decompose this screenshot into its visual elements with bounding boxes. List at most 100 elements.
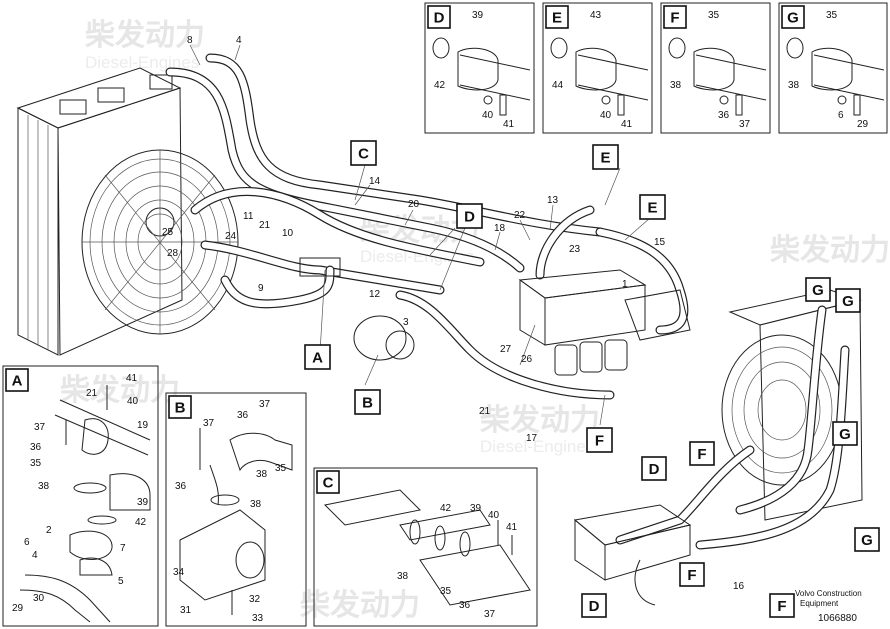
part-number: 4 xyxy=(32,550,38,561)
part-number: 38 xyxy=(670,80,682,91)
part-number: 38 xyxy=(256,469,268,480)
detail-box-G: G 35 38 6 29 xyxy=(778,2,888,134)
overview-callout-F: F xyxy=(769,593,795,618)
part-number: 16 xyxy=(733,581,745,592)
overview-callout-G: G xyxy=(835,288,861,313)
drawing-number: 1066880 xyxy=(818,613,857,624)
part-number: 17 xyxy=(526,433,538,444)
part-number: 38 xyxy=(38,481,50,492)
part-number: 5 xyxy=(118,576,124,587)
watermark-en: Diesel-Engines xyxy=(480,437,594,456)
callout-C: C xyxy=(350,140,377,166)
detail-box-C: C 42 39 40 41 38 35 36 37 xyxy=(313,467,538,627)
part-number: 21 xyxy=(86,388,98,399)
part-number: 35 xyxy=(440,586,452,597)
part-number: 10 xyxy=(282,228,294,239)
part-number: 18 xyxy=(494,223,506,234)
part-number: 36 xyxy=(459,600,471,611)
part-number: 7 xyxy=(120,543,126,554)
part-number: 29 xyxy=(857,119,869,130)
part-number: 32 xyxy=(249,594,261,605)
part-number: 14 xyxy=(369,176,381,187)
part-number: 27 xyxy=(500,344,512,355)
company-name: Volvo Construction xyxy=(795,589,862,598)
detail-box-B: B 37 36 37 38 35 36 38 34 32 31 33 xyxy=(165,392,307,627)
part-number: 41 xyxy=(506,522,518,533)
overview-inset xyxy=(573,289,863,606)
callout-letter: G xyxy=(839,426,851,443)
part-number: 9 xyxy=(258,283,264,294)
part-number: 13 xyxy=(547,195,559,206)
detail-letter: B xyxy=(175,400,186,417)
watermark-cn: 柴发动力 xyxy=(300,589,420,622)
part-number: 35 xyxy=(708,10,720,21)
detail-letter: F xyxy=(670,10,679,27)
overview-callout-F: F xyxy=(689,441,715,466)
callout-D: D xyxy=(456,203,483,229)
part-number: 33 xyxy=(252,613,264,624)
callout-letter: C xyxy=(358,146,369,163)
part-number: 38 xyxy=(250,499,262,510)
part-number: 28 xyxy=(167,248,179,259)
callout-letter: B xyxy=(362,395,373,412)
part-number: 6 xyxy=(838,110,844,121)
callout-letter: F xyxy=(687,567,696,584)
part-number: 35 xyxy=(275,463,287,474)
callout-letter: E xyxy=(647,200,657,217)
part-number: 29 xyxy=(12,603,24,614)
overview-callout-G: G xyxy=(805,277,831,302)
part-number: 38 xyxy=(397,571,409,582)
callout-letter: G xyxy=(861,532,873,549)
callout-F: F xyxy=(586,427,613,453)
overview-callout-G: G xyxy=(854,527,880,552)
watermark-cn: 柴发动力 xyxy=(85,19,205,52)
part-number: 36 xyxy=(718,110,730,121)
watermark-cn: 柴发动力 xyxy=(770,234,890,267)
detail-letter: G xyxy=(787,10,799,27)
part-number: 11 xyxy=(243,211,254,222)
part-number: 42 xyxy=(135,517,147,528)
part-number: 41 xyxy=(621,119,633,130)
overview-callout-F: F xyxy=(679,562,705,587)
detail-box-A: A 41 21 40 37 19 36 35 38 39 42 2 7 6 4 … xyxy=(2,365,159,627)
part-number: 15 xyxy=(654,237,666,248)
control-valve-block xyxy=(518,269,691,376)
callout-letter: F xyxy=(595,433,604,450)
part-number: 39 xyxy=(470,503,482,514)
callout-letter: D xyxy=(589,598,600,615)
callout-letter: F xyxy=(777,598,786,615)
part-number: 3 xyxy=(403,317,409,328)
part-number: 43 xyxy=(590,10,602,21)
part-number: 23 xyxy=(569,244,581,255)
part-number: 36 xyxy=(175,481,187,492)
part-number: 41 xyxy=(503,119,515,130)
part-number: 19 xyxy=(137,420,149,431)
part-number: 6 xyxy=(24,537,30,548)
part-number: 37 xyxy=(34,422,46,433)
part-number: 24 xyxy=(225,231,237,242)
overview-callout-D: D xyxy=(581,593,607,618)
callout-E: E xyxy=(592,144,619,170)
main-leader-lines xyxy=(189,44,651,426)
detail-letter: C xyxy=(323,475,334,492)
callout-letter: G xyxy=(842,293,854,310)
detail-box-D: D 39 42 40 41 xyxy=(424,2,535,134)
detail-box-E: E 43 44 40 41 xyxy=(542,2,653,134)
part-number: 40 xyxy=(482,110,494,121)
part-number: 22 xyxy=(514,210,526,221)
callout-letter: E xyxy=(600,150,610,167)
part-number: 8 xyxy=(187,35,193,46)
part-number: 36 xyxy=(30,442,42,453)
watermark-cn: 柴发动力 xyxy=(60,374,180,407)
callout-A: A xyxy=(304,344,331,370)
part-number: 4 xyxy=(236,35,242,46)
detail-letter: A xyxy=(12,373,23,390)
part-number: 40 xyxy=(127,396,139,407)
watermark-layer: 柴发动力 Diesel-Engines 柴发动力 Diesel-Engines … xyxy=(60,19,890,622)
part-number: 26 xyxy=(521,354,533,365)
footer: Volvo Construction Equipment 1066880 xyxy=(795,589,862,624)
callout-E: E xyxy=(639,194,666,220)
part-number: 42 xyxy=(440,503,452,514)
part-number: 37 xyxy=(739,119,751,130)
